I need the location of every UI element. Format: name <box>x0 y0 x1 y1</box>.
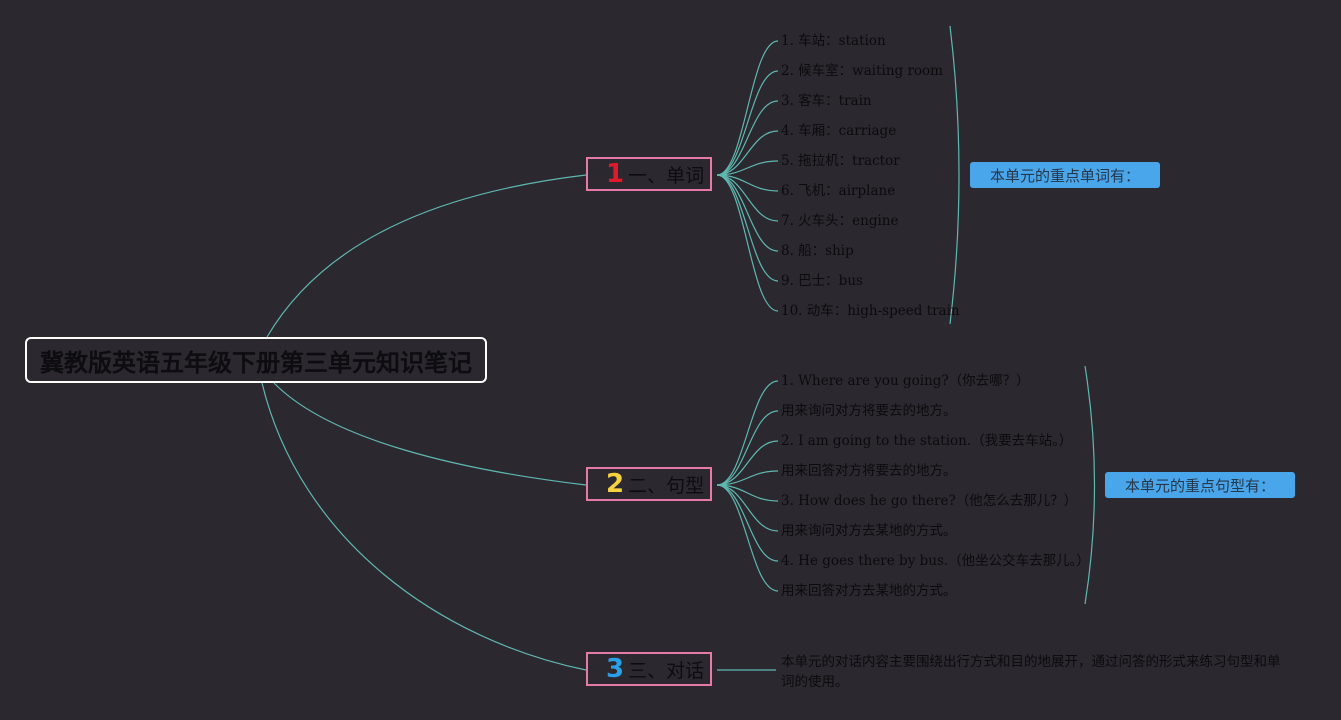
vocab-item-1[interactable]: 1. 车站：station <box>781 33 886 49</box>
summary-vocabulary[interactable]: 本单元的重点单词有： <box>970 162 1160 188</box>
sentence-item-5[interactable]: 3. How does he go there?（他怎么去那儿？） <box>781 493 1078 509</box>
branch-label-1: 一、单词 <box>628 164 705 187</box>
sentence-item-6[interactable]: 用来询问对方去某地的方式。 <box>781 523 957 539</box>
sentence-item-2[interactable]: 用来询问对方将要去的地方。 <box>781 403 957 419</box>
vocab-item-9[interactable]: 9. 巴士：bus <box>781 273 863 289</box>
summary-brace-2 <box>1084 365 1096 605</box>
branch-label-3: 三、对话 <box>628 659 705 682</box>
branch-number-3: 3 <box>606 654 625 684</box>
branch-vocabulary[interactable]: 1 一、单词 <box>586 157 712 191</box>
connector-root-branch-2 <box>273 382 587 486</box>
branch-label-2: 二、句型 <box>628 474 705 497</box>
branch-sentence-patterns[interactable]: 2 二、句型 <box>586 467 712 501</box>
vocab-item-10[interactable]: 10. 动车：high-speed train <box>781 303 960 319</box>
summary-brace-1 <box>949 25 960 325</box>
vocab-item-2[interactable]: 2. 候车室：waiting room <box>781 63 943 79</box>
sentence-item-8[interactable]: 用来回答对方去某地的方式。 <box>781 583 957 599</box>
vocab-item-8[interactable]: 8. 船：ship <box>781 243 854 259</box>
branch-dialogue[interactable]: 3 三、对话 <box>586 652 712 686</box>
vocab-item-7[interactable]: 7. 火车头：engine <box>781 213 899 229</box>
connectors-branch-1 <box>716 40 779 312</box>
branch-number-1: 1 <box>606 159 625 189</box>
summary-vocabulary-label: 本单元的重点单词有： <box>989 166 1140 185</box>
connector-root-branch-1 <box>266 174 587 338</box>
root-topic[interactable]: 冀教版英语五年级下册第三单元知识笔记 <box>25 337 487 383</box>
root-title: 冀教版英语五年级下册第三单元知识笔记 <box>40 348 472 377</box>
sentence-item-1[interactable]: 1. Where are you going?（你去哪？） <box>781 373 1030 389</box>
sentence-item-3[interactable]: 2. I am going to the station.（我要去车站。） <box>781 433 1073 449</box>
connectors-branch-2 <box>716 380 779 592</box>
summary-sentence-patterns-label: 本单元的重点句型有： <box>1124 476 1275 495</box>
sentence-item-7[interactable]: 4. He goes there by bus.（他坐公交车去那儿。） <box>781 553 1090 569</box>
vocab-item-5[interactable]: 5. 拖拉机：tractor <box>781 153 900 169</box>
summary-sentence-patterns[interactable]: 本单元的重点句型有： <box>1105 472 1295 498</box>
connector-root-branch-3 <box>261 382 587 671</box>
sentence-item-4[interactable]: 用来回答对方将要去的地方。 <box>781 463 957 479</box>
dialogue-summary-text[interactable]: 本单元的对话内容主要围绕出行方式和目的地展开，通过问答的形式来练习句型和单词的使… <box>781 654 1281 690</box>
vocab-item-6[interactable]: 6. 飞机：airplane <box>781 183 896 199</box>
branch-number-2: 2 <box>606 469 625 499</box>
vocab-item-3[interactable]: 3. 客车：train <box>781 93 872 109</box>
vocab-item-4[interactable]: 4. 车厢：carriage <box>781 123 897 139</box>
